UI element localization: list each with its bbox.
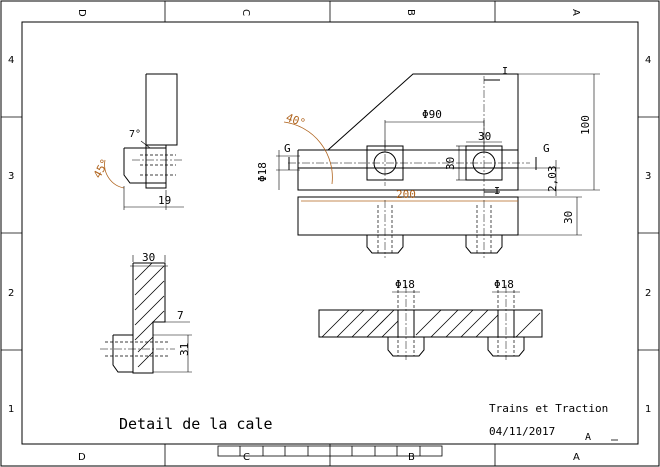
inner-frame bbox=[21, 21, 639, 445]
zone-row-left-3: 2 bbox=[8, 288, 14, 299]
dim-square-width: 30 bbox=[478, 130, 491, 143]
zone-col-bottom-4: A bbox=[573, 452, 580, 463]
dim-side-30: 30 bbox=[444, 157, 457, 170]
dim-shaft-dia: Φ18 bbox=[256, 162, 269, 182]
sheet-mark: A bbox=[585, 432, 591, 443]
zone-col-top-2: C bbox=[240, 9, 251, 16]
zone-col-top-1: D bbox=[76, 9, 87, 17]
dim-length: 200 bbox=[396, 188, 416, 201]
lower-section bbox=[318, 285, 543, 360]
company-name: Trains et Traction bbox=[489, 402, 608, 415]
dim-section-step: 7 bbox=[177, 309, 184, 322]
zone-row-right-2: 3 bbox=[645, 171, 651, 182]
dim-detail-width: 19 bbox=[158, 194, 171, 207]
detail-view-profile bbox=[104, 73, 184, 210]
section-i-top: I bbox=[502, 66, 508, 77]
dim-hole-dia-1: Φ18 bbox=[395, 278, 415, 291]
zone-col-top-4: A bbox=[570, 9, 581, 16]
section-g-right: G bbox=[543, 142, 550, 155]
zone-col-top-3: B bbox=[405, 9, 416, 16]
dim-height-total: 100 bbox=[579, 115, 592, 135]
section-g-left: G bbox=[284, 142, 291, 155]
zone-row-right-4: 1 bbox=[645, 404, 651, 415]
dim-section-height: 31 bbox=[178, 343, 191, 356]
zone-row-left-1: 4 bbox=[8, 55, 14, 66]
zone-row-right-3: 2 bbox=[645, 288, 651, 299]
zone-col-bottom-1: D bbox=[78, 452, 86, 463]
section-view bbox=[100, 255, 192, 374]
front-view bbox=[276, 73, 600, 196]
zone-row-left-2: 3 bbox=[8, 171, 14, 182]
drawing-date: 04/11/2017 bbox=[489, 425, 555, 438]
dim-section-width: 30 bbox=[142, 251, 155, 264]
zone-col-bottom-3: B bbox=[408, 452, 415, 463]
section-i-bottom: I bbox=[494, 186, 500, 197]
dim-gap: 2,03 bbox=[546, 166, 559, 193]
dim-detail-angle: 45° bbox=[91, 157, 112, 181]
dim-hole-spacing: Φ90 bbox=[422, 108, 442, 121]
dim-detail-angle-small: 7° bbox=[129, 129, 141, 140]
drawing-title: Detail de la cale bbox=[119, 415, 273, 433]
lower-view bbox=[297, 196, 582, 258]
dim-lower-height: 30 bbox=[562, 211, 575, 224]
dim-top-angle: 40° bbox=[284, 111, 307, 130]
zone-col-bottom-2: C bbox=[243, 452, 250, 463]
zone-row-right-1: 4 bbox=[645, 55, 651, 66]
dim-hole-dia-2: Φ18 bbox=[494, 278, 514, 291]
zone-row-left-4: 1 bbox=[8, 404, 14, 415]
